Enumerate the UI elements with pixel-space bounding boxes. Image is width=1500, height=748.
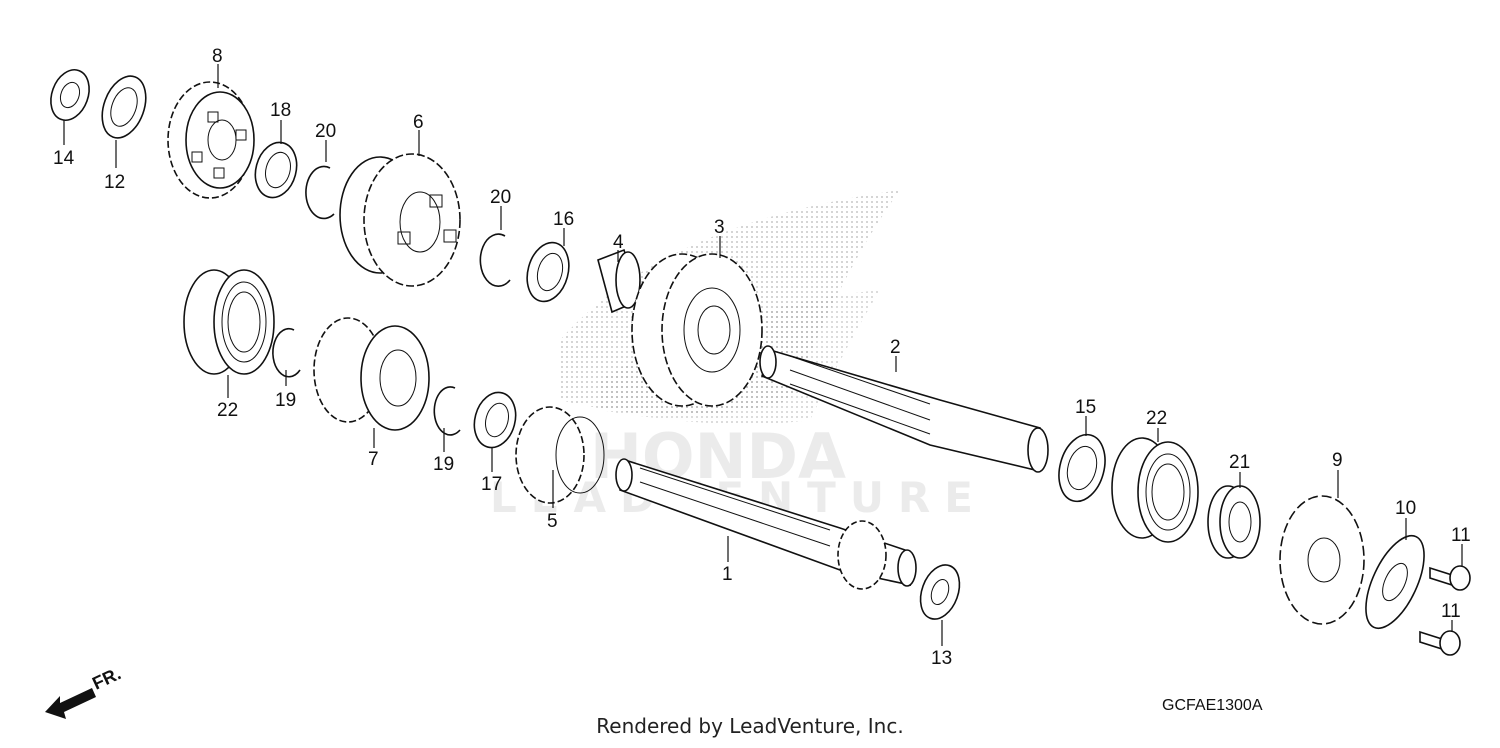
callout-22b[interactable]: 22 (1146, 408, 1167, 429)
part-13-washer[interactable] (914, 560, 967, 625)
part-5-gear[interactable] (515, 406, 605, 504)
callout-15[interactable]: 15 (1075, 397, 1096, 418)
part-9-sprocket[interactable] (1279, 495, 1365, 625)
callout-20b[interactable]: 20 (490, 187, 511, 208)
callout-6[interactable]: 6 (413, 112, 424, 133)
callout-5[interactable]: 5 (547, 511, 558, 532)
callout-8[interactable]: 8 (212, 46, 223, 67)
part-12-washer[interactable] (94, 70, 153, 144)
part-18-lock-washer[interactable] (249, 138, 302, 202)
part-15-washer[interactable] (1052, 429, 1112, 506)
callout-2[interactable]: 2 (890, 337, 901, 358)
callout-17[interactable]: 17 (481, 474, 502, 495)
callout-3[interactable]: 3 (714, 217, 725, 238)
callout-19b[interactable]: 19 (433, 454, 454, 475)
part-19-circlip-a[interactable] (272, 327, 301, 378)
part-1-mainshaft[interactable] (615, 458, 917, 590)
callout-4[interactable]: 4 (613, 232, 624, 253)
callout-11b[interactable]: 11 (1441, 601, 1461, 622)
part-17-lock-washer[interactable] (468, 388, 521, 452)
callout-14[interactable]: 14 (53, 148, 75, 169)
footer-credit: Rendered by LeadVenture, Inc. (596, 714, 904, 738)
callout-16[interactable]: 16 (553, 209, 574, 230)
front-label: FR. (89, 663, 124, 693)
leader-lines (63, 64, 1463, 646)
part-22-bearing-b[interactable] (1111, 437, 1199, 543)
diagram-code: GCFAE1300A (1162, 697, 1263, 714)
callout-13[interactable]: 13 (931, 648, 952, 669)
callout-20a[interactable]: 20 (315, 121, 336, 142)
front-arrow-icon (45, 688, 96, 719)
callouts: 14 12 8 18 20 6 20 16 4 3 22 19 7 19 17 … (53, 46, 1471, 669)
part-20-circlip-a[interactable] (305, 165, 335, 220)
part-19-circlip-b[interactable] (433, 386, 461, 436)
part-16-lock-washer[interactable] (521, 238, 575, 306)
callout-22a[interactable]: 22 (217, 400, 238, 421)
part-22-bearing-a[interactable] (183, 269, 275, 375)
part-10-fixing-plate[interactable] (1354, 527, 1436, 636)
part-21-oil-seal[interactable] (1207, 485, 1261, 559)
part-2-countershaft[interactable] (759, 345, 1049, 473)
callout-7[interactable]: 7 (368, 449, 379, 470)
part-14-washer[interactable] (44, 64, 96, 125)
part-3-gear[interactable] (631, 253, 763, 407)
part-4-bushing[interactable] (597, 248, 641, 314)
callout-9[interactable]: 9 (1332, 450, 1343, 471)
front-indicator: FR. (45, 663, 124, 719)
callout-1[interactable]: 1 (722, 564, 733, 585)
part-11-bolt-a[interactable] (1429, 565, 1471, 591)
callout-18[interactable]: 18 (270, 100, 291, 121)
callout-19a[interactable]: 19 (275, 390, 296, 411)
callout-11a[interactable]: 11 (1451, 525, 1471, 546)
part-11-bolt-b[interactable] (1419, 630, 1461, 656)
callout-21[interactable]: 21 (1229, 452, 1250, 473)
part-7-gear[interactable] (313, 317, 430, 431)
part-6-gear[interactable] (339, 153, 461, 287)
callout-10[interactable]: 10 (1395, 498, 1416, 519)
part-8-gear[interactable] (167, 81, 255, 199)
callout-12[interactable]: 12 (104, 172, 125, 193)
part-20-circlip-b[interactable] (479, 233, 511, 287)
